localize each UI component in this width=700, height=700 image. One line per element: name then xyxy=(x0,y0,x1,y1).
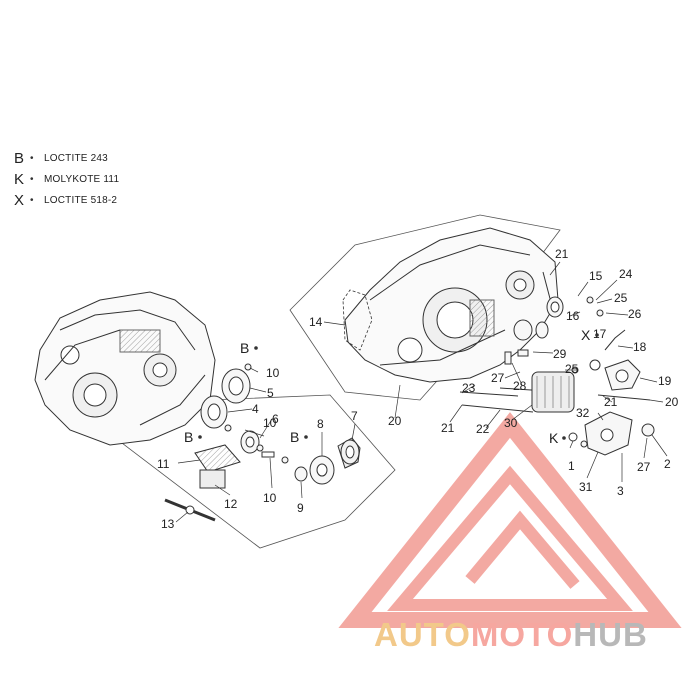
callout-21: 21 xyxy=(555,247,569,261)
callout-26: 26 xyxy=(628,307,642,321)
left-side-parts-drawing xyxy=(164,363,361,522)
callout-10b: 10 xyxy=(263,416,277,430)
callout-29: 29 xyxy=(553,347,567,361)
callout-25: 25 xyxy=(614,291,628,305)
legend-label: MOLYKOTE 111 xyxy=(44,174,120,185)
callout-20: 20 xyxy=(388,414,402,428)
callout-21b: 21 xyxy=(441,421,455,435)
callout-25b: 25 xyxy=(565,362,579,376)
drop-icon: • xyxy=(30,174,34,185)
right-crankcase-drawing xyxy=(344,227,559,383)
left-crankcase-drawing xyxy=(34,291,216,446)
watermark-wordmark: AUTOMOTOHUB xyxy=(374,616,648,654)
callout-31: 31 xyxy=(579,480,593,494)
callout-24: 24 xyxy=(619,267,633,281)
callout-6: 6 xyxy=(272,412,279,426)
callout-3: 3 xyxy=(617,484,624,498)
adhesive-markers xyxy=(198,333,599,440)
legend-letter: B xyxy=(14,150,25,167)
watermark-part-hub: HUB xyxy=(573,616,648,653)
callout-14: 14 xyxy=(309,315,323,329)
right-side-parts-drawing xyxy=(459,271,655,456)
drop-icon: • xyxy=(30,153,34,164)
callout-21c: 21 xyxy=(604,395,618,409)
legend-label: LOCTITE 518-2 xyxy=(44,195,118,206)
drop-icon: • xyxy=(30,195,34,206)
callout-labels: 21 15 24 25 16 26 X 17 18 14 29 25 19 28… xyxy=(157,247,679,531)
callout-15: 15 xyxy=(589,269,603,283)
watermark-part-moto: MOTO xyxy=(470,616,574,653)
callout-11: 11 xyxy=(157,457,170,471)
callout-k: K xyxy=(549,430,559,446)
callout-23: 23 xyxy=(462,381,476,395)
legend-row-x: X • LOCTITE 518-2 xyxy=(14,190,119,211)
legend-label: LOCTITE 243 xyxy=(44,153,108,164)
callout-20b: 20 xyxy=(665,395,679,409)
callout-27: 27 xyxy=(491,371,505,385)
callout-16: 16 xyxy=(566,309,580,323)
callout-13: 13 xyxy=(161,517,175,531)
gasket-drawing xyxy=(342,289,373,351)
adhesive-legend: B • LOCTITE 243 K • MOLYKOTE 111 X • LOC… xyxy=(14,148,119,211)
watermark-logo-icon xyxy=(338,412,682,628)
callout-12: 12 xyxy=(224,497,238,511)
callout-x: X xyxy=(581,327,591,343)
callout-17: 17 xyxy=(593,327,607,341)
callout-4: 4 xyxy=(252,402,259,416)
callout-9: 9 xyxy=(297,501,304,515)
callout-22: 22 xyxy=(476,422,490,436)
callout-2: 2 xyxy=(664,457,671,471)
callout-30: 30 xyxy=(504,416,518,430)
callout-b-right: B xyxy=(290,429,299,445)
callout-b-mid: B xyxy=(184,429,193,445)
legend-letter: X xyxy=(14,192,25,209)
watermark-part-auto: AUTO xyxy=(374,616,471,653)
callout-27b: 27 xyxy=(637,460,651,474)
callout-7: 7 xyxy=(351,409,358,423)
callout-5: 5 xyxy=(267,386,274,400)
legend-letter: K xyxy=(14,171,25,188)
callout-18: 18 xyxy=(633,340,647,354)
callout-b-top: B xyxy=(240,340,249,356)
callout-10a: 10 xyxy=(266,366,280,380)
legend-row-k: K • MOLYKOTE 111 xyxy=(14,169,119,190)
legend-row-b: B • LOCTITE 243 xyxy=(14,148,119,169)
callout-8: 8 xyxy=(317,417,324,431)
callout-28: 28 xyxy=(513,379,527,393)
callout-19: 19 xyxy=(658,374,672,388)
callout-10c: 10 xyxy=(263,491,277,505)
callout-32: 32 xyxy=(576,406,590,420)
callout-1: 1 xyxy=(568,459,575,473)
leader-lines xyxy=(175,261,668,523)
